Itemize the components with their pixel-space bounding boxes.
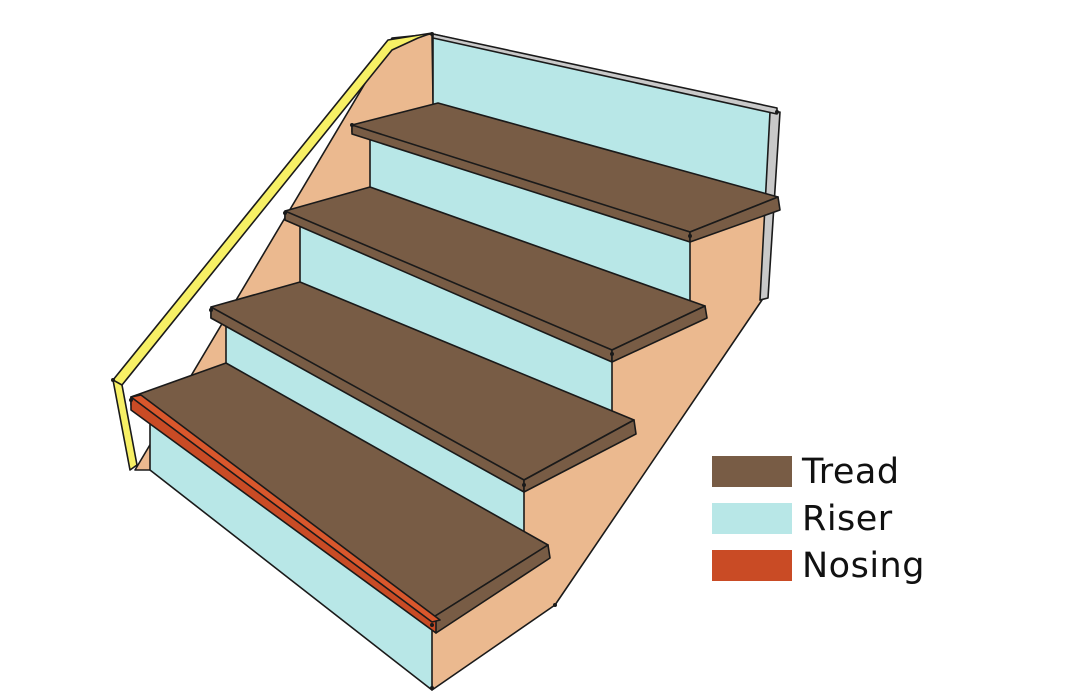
handrail: [112, 32, 433, 471]
tread-swatch: [712, 456, 792, 487]
legend-label-nosing: Nosing: [802, 545, 925, 586]
legend-label-riser: Riser: [802, 498, 893, 539]
legend-label-tread: Tread: [802, 451, 900, 492]
riser-swatch: [712, 503, 792, 534]
tread-4-edge: [689, 196, 781, 243]
legend-item-tread: Tread: [712, 448, 952, 495]
tread-3-edge: [611, 305, 708, 363]
legend-item-nosing: Nosing: [712, 542, 952, 589]
nosing-top-strip: [130, 394, 441, 623]
joint-dots: [111, 32, 779, 690]
legend: Tread Riser Nosing: [712, 448, 952, 589]
nosing-swatch: [712, 550, 792, 581]
tread-2-edge: [523, 419, 637, 493]
legend-item-riser: Riser: [712, 495, 952, 542]
